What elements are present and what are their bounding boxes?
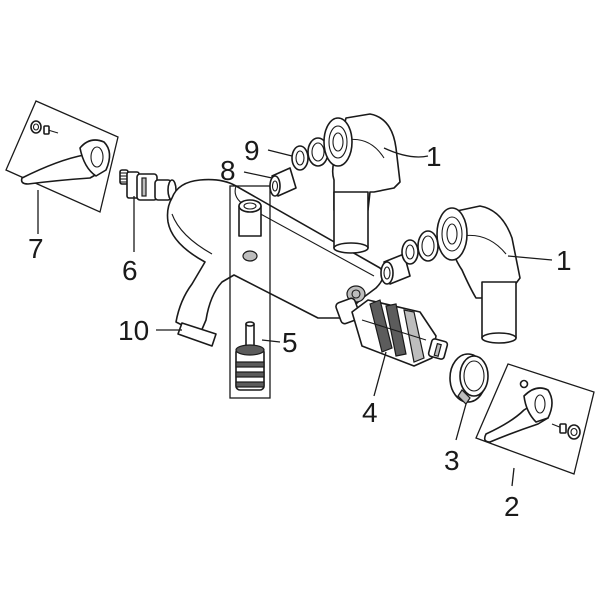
part-7-screw-cap — [30, 120, 42, 134]
callout-3: 3 — [444, 445, 460, 476]
callout-1-upper: 1 — [426, 141, 442, 172]
leader-5 — [261, 339, 281, 343]
part-7-frame — [5, 100, 119, 213]
part-5-frame — [229, 185, 271, 399]
leader-2 — [511, 467, 515, 487]
callout-6: 6 — [122, 255, 138, 286]
part-4-thermostatic-cartridge — [351, 299, 449, 367]
part-1-lower-leg — [481, 281, 517, 339]
callout-8: 8 — [220, 155, 236, 186]
part-2-frame — [475, 363, 595, 475]
leader-9 — [267, 149, 293, 157]
callout-7: 7 — [28, 233, 44, 264]
part-2-screw-cap — [567, 424, 581, 440]
part-2-screw — [551, 423, 567, 434]
callout-2: 2 — [504, 491, 520, 522]
part-1-upper-elbow — [323, 113, 401, 254]
part-1-lower-nut — [436, 207, 468, 261]
callout-10: 10 — [118, 315, 149, 346]
lower-sleeve — [380, 253, 411, 285]
part-9-washer — [291, 145, 309, 171]
lower-washers — [401, 230, 439, 265]
callout-numbers: 1 1 2 3 4 5 6 7 8 9 10 — [28, 135, 572, 522]
leader-1-upper — [383, 147, 429, 158]
part-3-retaining-ring — [449, 353, 489, 405]
callout-5: 5 — [282, 327, 298, 358]
callout-1-lower: 1 — [556, 245, 572, 276]
leader-3 — [455, 403, 467, 441]
part-8-sleeve — [269, 167, 297, 197]
part-1-upper-leg — [333, 191, 369, 249]
callout-4: 4 — [362, 397, 378, 428]
part-10-body-outline — [166, 178, 384, 335]
part-5-insert — [242, 250, 258, 262]
leader-lines — [37, 147, 553, 487]
part-5-diverter-assembly — [229, 185, 271, 399]
leader-4 — [373, 351, 387, 397]
part-2-right-handle-assembly — [475, 363, 595, 475]
part-7-left-handle-assembly — [5, 100, 119, 213]
part-7-lever-hub — [79, 139, 111, 177]
part-1-upper-nut — [323, 117, 353, 167]
part-7-screw — [43, 125, 59, 135]
part-1-lower-elbow — [436, 205, 521, 344]
leader-8 — [243, 171, 273, 179]
part-6-flow-cartridge — [119, 169, 177, 201]
part-2-lever-hub — [523, 387, 553, 423]
callout-9: 9 — [244, 135, 260, 166]
leader-1-lower — [507, 255, 553, 261]
